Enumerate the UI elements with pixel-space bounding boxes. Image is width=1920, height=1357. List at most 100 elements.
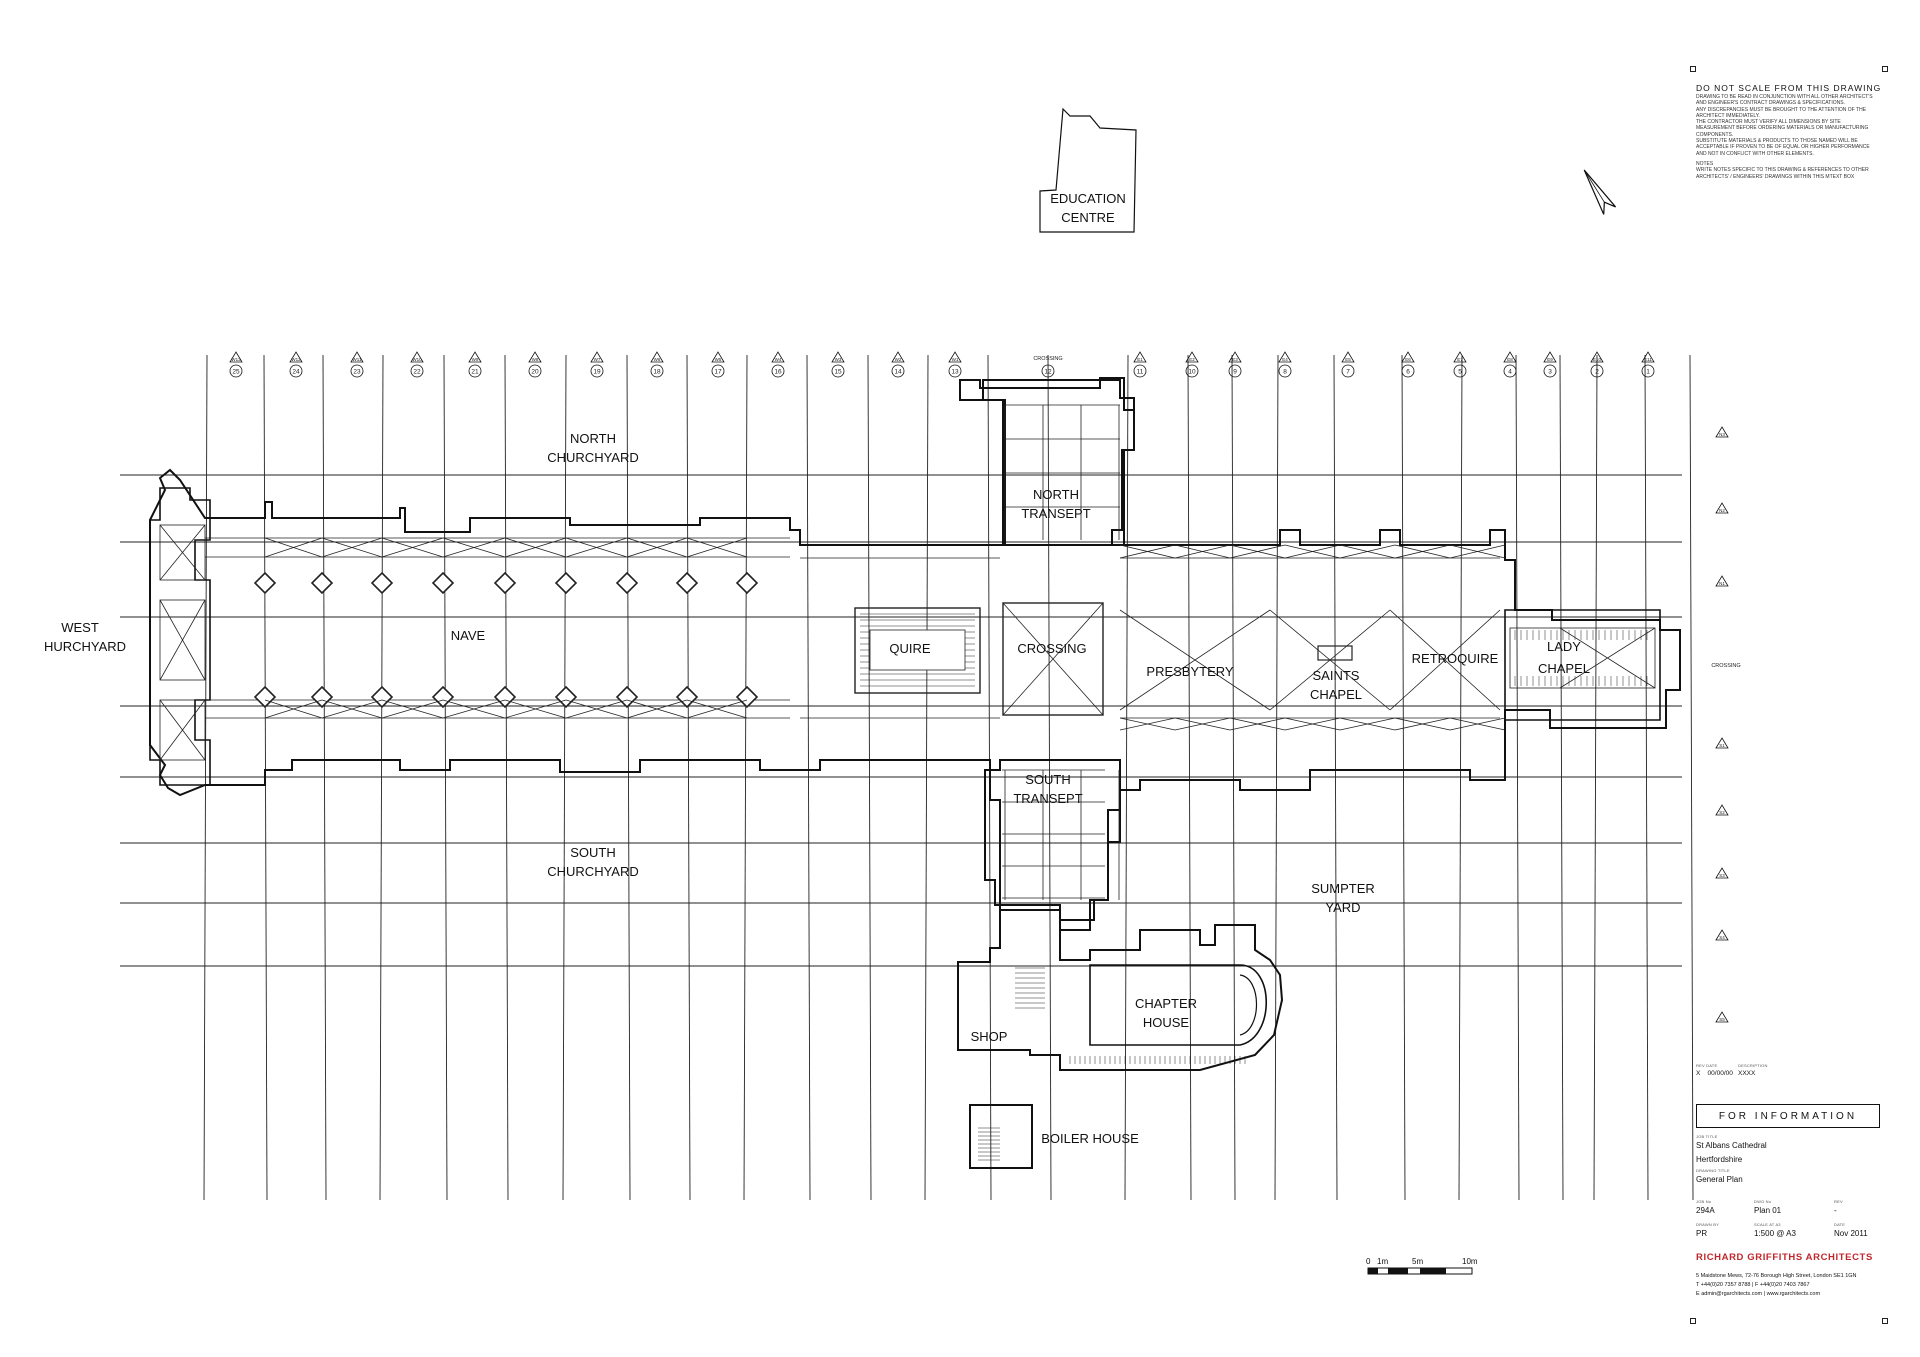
date: Nov 2011 xyxy=(1834,1229,1868,1238)
grid-tag-label: E10 xyxy=(1593,357,1602,362)
drawing-notes: DRAWING TO BE READ IN CONJUNCTION WITH A… xyxy=(1696,94,1881,180)
grid-tag-label: CROSSING xyxy=(1033,356,1062,362)
practice-address: 5 Maidstone Mews, 72-76 Borough High Str… xyxy=(1696,1272,1857,1299)
grid-tag-side: S5 xyxy=(1715,1011,1729,1023)
grid-tag-top: W6 18 xyxy=(650,351,664,378)
nave-pier xyxy=(310,685,334,709)
nave-pier xyxy=(615,685,639,709)
grid-number: 19 xyxy=(593,369,601,376)
job-location: Hertfordshire xyxy=(1696,1155,1743,1164)
grid-number: 16 xyxy=(774,369,782,376)
grid-tag-label: W7 xyxy=(594,357,601,362)
label-quire: QUIRE xyxy=(889,641,931,656)
label-chapter-house-1: CHAPTER xyxy=(1135,996,1197,1011)
grid-tag-label: W6 xyxy=(654,357,661,362)
grid-line-vertical xyxy=(1458,354,1463,1201)
grid-number: 21 xyxy=(471,369,479,376)
label-boiler-house: BOILER HOUSE xyxy=(1041,1131,1139,1146)
label-south-churchyard-1: SOUTH xyxy=(570,845,616,860)
title-block: DO NOT SCALE FROM THIS DRAWING DRAWING T… xyxy=(1690,62,1890,1324)
note-line: THE CONTRACTOR MUST VERIFY ALL DIMENSION… xyxy=(1696,119,1841,126)
frame-corner-bl xyxy=(1690,1318,1696,1324)
drawing-title-caption: DRAWING TITLE xyxy=(1696,1168,1730,1173)
label-education-centre-1: EDUCATION xyxy=(1050,191,1126,206)
grid-number: 9 xyxy=(1233,369,1237,376)
scale-caption: SCALE AT A3 xyxy=(1754,1222,1781,1227)
grid-line-vertical xyxy=(562,354,567,1201)
grid-line-vertical xyxy=(1559,354,1564,1201)
grid-tag-label: W4 xyxy=(775,357,782,362)
date-caption: DATE xyxy=(1834,1222,1846,1227)
grid-tag-label: S2 xyxy=(1719,810,1725,815)
grid-tag-label: W12 xyxy=(291,357,301,362)
grid-number: 3 xyxy=(1548,369,1552,376)
grid-line-vertical xyxy=(322,354,327,1201)
label-north-transept-2: TRANSEPT xyxy=(1021,506,1090,521)
note-line: ARCHITECTS' / ENGINEERS' DRAWINGS WITHIN… xyxy=(1696,173,1855,180)
grid-line-vertical xyxy=(1047,354,1052,1201)
grid-tag-top: W12 24 xyxy=(289,351,303,378)
label-north-transept-1: NORTH xyxy=(1033,487,1079,502)
grid-number: 17 xyxy=(714,369,722,376)
nave-pier xyxy=(370,685,394,709)
grid-number: 4 xyxy=(1508,369,1512,376)
nave-pier xyxy=(675,571,699,595)
grid-line-vertical xyxy=(379,354,384,1201)
grid-number: 11 xyxy=(1137,369,1144,376)
grid-number: 5 xyxy=(1458,369,1462,376)
grid-tag-side: CROSSING xyxy=(1711,663,1740,669)
dwg-no-caption: DWG No xyxy=(1754,1199,1772,1204)
grid-number: 1 xyxy=(1646,369,1650,376)
label-saints-chapel-2: CHAPEL xyxy=(1310,687,1362,702)
grid-line-vertical xyxy=(806,354,811,1201)
scale-label-0: 0 xyxy=(1366,1257,1371,1266)
grid-tag-side: S1 xyxy=(1715,737,1729,749)
grid-number: 15 xyxy=(834,369,842,376)
grid-number: 13 xyxy=(951,369,959,376)
nave-pier xyxy=(493,571,517,595)
grid-line-vertical xyxy=(1401,354,1406,1201)
note-line: SUBSTITUTE MATERIALS & PRODUCTS TO THOSE… xyxy=(1696,138,1858,145)
grid-tag-side: S3 xyxy=(1715,867,1729,879)
grid-tag-label: N2 xyxy=(1719,508,1725,513)
nave-pier xyxy=(431,685,455,709)
label-south-transept-1: SOUTH xyxy=(1025,772,1071,787)
drawn-caption: DRAWN BY xyxy=(1696,1222,1720,1227)
grid-tag-side: N2 xyxy=(1715,502,1729,514)
grid-tag-top: E84 xyxy=(1503,351,1517,378)
job-no-caption: JOB No xyxy=(1696,1199,1712,1204)
grid-line-vertical xyxy=(1274,354,1279,1201)
grid-number: 24 xyxy=(292,369,300,376)
dwg-no: Plan 01 xyxy=(1754,1206,1782,1215)
scale: 1:500 @ A3 xyxy=(1754,1229,1796,1238)
grid-number: 23 xyxy=(353,369,361,376)
label-saints-chapel-1: SAINTS xyxy=(1313,668,1360,683)
frame-corner-br xyxy=(1882,1318,1888,1324)
grid-line-vertical xyxy=(1187,354,1192,1201)
label-crossing: CROSSING xyxy=(1017,641,1086,656)
job-title-caption: JOB TITLE xyxy=(1696,1134,1718,1139)
status-badge: FOR INFORMATION xyxy=(1696,1104,1880,1128)
grid-tag-label: N1 xyxy=(1719,581,1725,586)
grid-tag-label: W3 xyxy=(835,357,842,362)
scale-warning: DO NOT SCALE FROM THIS DRAWING xyxy=(1696,83,1882,93)
grid-tag-label: E9 xyxy=(1547,357,1553,362)
label-lady-chapel-1: LADY xyxy=(1547,639,1581,654)
grid-tag-label: W9 xyxy=(472,357,479,362)
nave-pier xyxy=(554,571,578,595)
label-west-churchyard-1: WEST xyxy=(61,620,99,635)
grid-number: 18 xyxy=(653,369,661,376)
scale-label-1m: 1m xyxy=(1377,1257,1388,1266)
note-line: DRAWING TO BE READ IN CONJUNCTION WITH A… xyxy=(1696,94,1873,100)
frame-corner-tl xyxy=(1690,66,1696,72)
job-title: St Albans Cathedral xyxy=(1696,1141,1767,1150)
nave-pier xyxy=(675,685,699,709)
grid-line-vertical xyxy=(867,354,872,1201)
rev-value: X 00/00/00 xyxy=(1696,1070,1733,1077)
